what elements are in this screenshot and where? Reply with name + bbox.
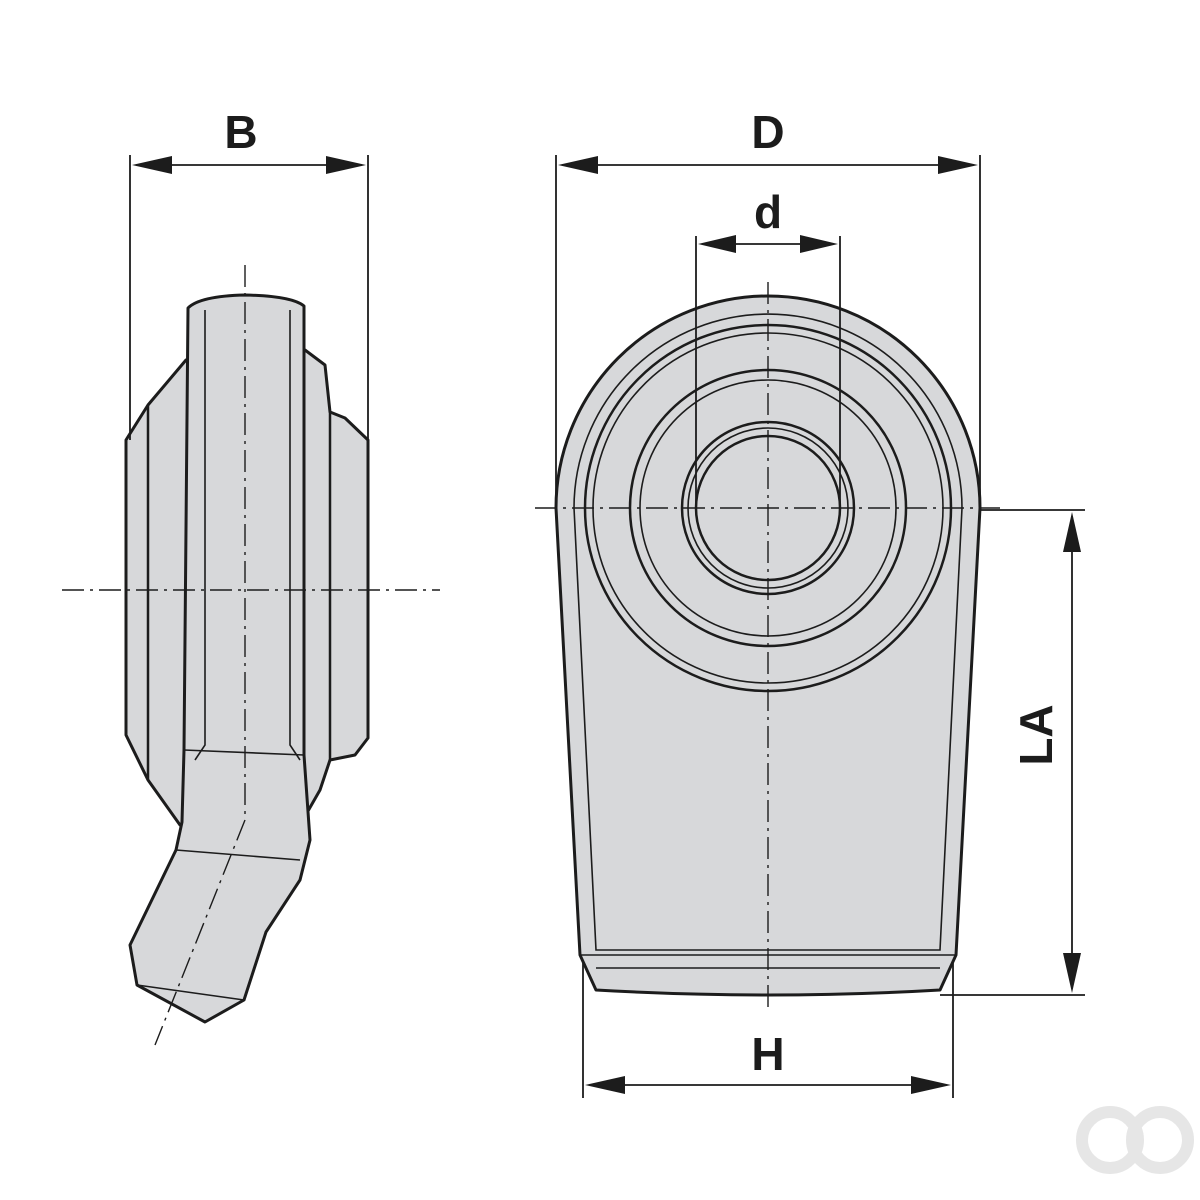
dimension-h-arrow-left (585, 1076, 625, 1094)
dimension-b-arrow-right (326, 156, 366, 174)
side-view-shank-groove-left (194, 310, 206, 761)
dimension-d-lower: d (695, 186, 841, 508)
side-view (62, 265, 440, 1046)
dimension-b: B (129, 106, 369, 440)
dimension-la-label: LA (1010, 704, 1062, 765)
front-view-body-inner-edge (573, 313, 963, 951)
side-view-shank (128, 293, 312, 1024)
side-view-shank-tip (129, 849, 245, 1001)
dimension-h-arrow-right (911, 1076, 951, 1094)
dimension-d-upper-arrow-right (938, 156, 978, 174)
side-view-race (146, 405, 332, 780)
dimension-b-label: B (224, 106, 257, 158)
dimension-la-arrow-top (1063, 512, 1081, 552)
dimension-h-label: H (751, 1028, 784, 1080)
dimension-d-upper-arrow-left (558, 156, 598, 174)
brand-logo-watermark-icon (1076, 1106, 1194, 1174)
dimension-h: H (582, 960, 954, 1098)
dimension-d-upper: D (555, 106, 981, 508)
side-view-bent-centerline (154, 819, 246, 1046)
dimension-la: LA (940, 509, 1085, 996)
dimension-d-upper-label: D (751, 106, 784, 158)
dimension-b-arrow-left (132, 156, 172, 174)
dimension-la-arrow-bottom (1063, 953, 1081, 993)
front-view (535, 282, 1000, 1012)
dimension-d-lower-arrow-right (800, 235, 838, 253)
dimension-d-lower-label: d (754, 186, 782, 238)
dimension-d-lower-arrow-left (698, 235, 736, 253)
side-view-shank-bend (175, 749, 305, 861)
